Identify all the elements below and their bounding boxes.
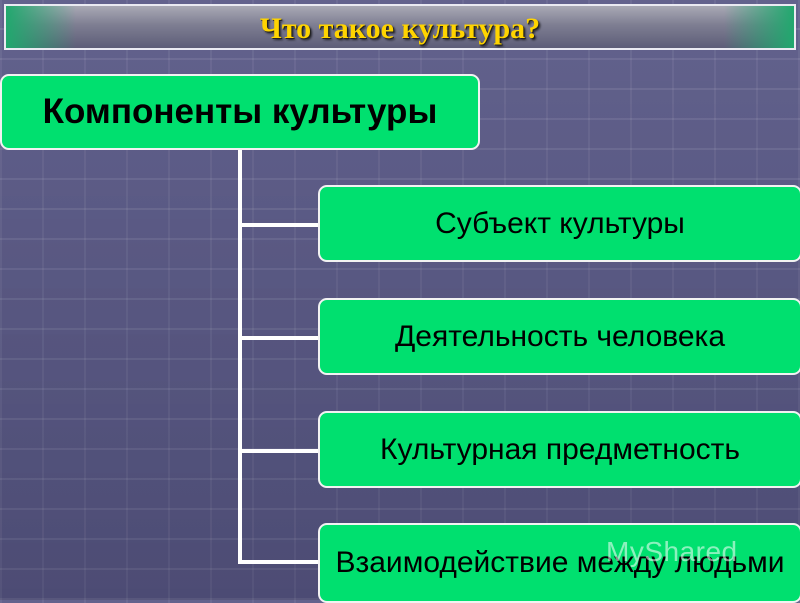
component-node-subject: Субъект культуры	[318, 185, 800, 262]
component-label: Деятельность человека	[394, 319, 726, 353]
component-label: Взаимодействие между людьми	[335, 546, 785, 579]
branch-line-3	[238, 449, 320, 453]
component-label: Субъект культуры	[435, 206, 685, 240]
component-node-activity: Деятельность человека	[318, 298, 800, 375]
component-label: Культурная предметность	[380, 432, 740, 466]
component-node-interaction: Взаимодействие между людьми	[318, 523, 800, 603]
title-bar: Что такое культура?	[4, 4, 796, 50]
watermark-logo: MyShared	[606, 536, 738, 567]
component-node-objects: Культурная предметность	[318, 411, 800, 488]
tree-trunk-line	[238, 150, 242, 562]
root-node: Компоненты культуры	[0, 74, 480, 150]
branch-line-2	[238, 336, 320, 340]
branch-line-1	[238, 223, 320, 227]
page-title: Что такое культура?	[259, 12, 541, 45]
root-node-label: Компоненты культуры	[42, 92, 438, 131]
branch-line-4	[238, 560, 320, 564]
